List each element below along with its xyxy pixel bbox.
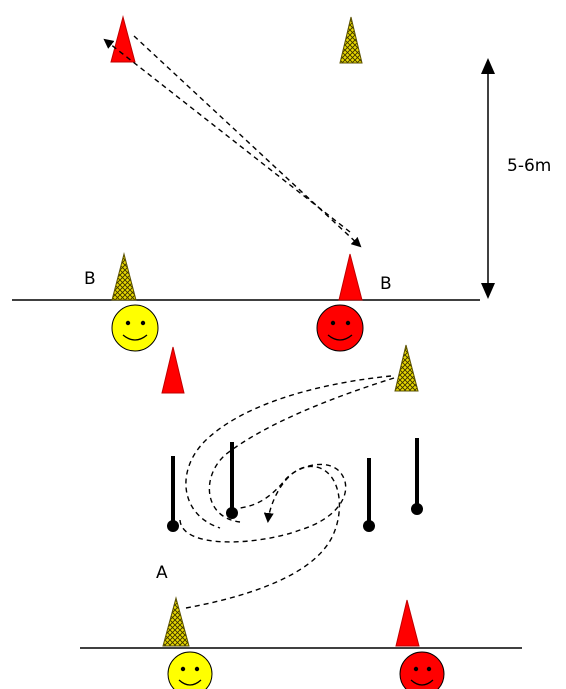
station-b-right-label: B [380,274,392,294]
red-player-smiley-a [399,651,445,689]
dribble-path-from-a [185,465,341,609]
red-cone-top-left [110,15,136,63]
distance-label: 5-6m [507,156,551,176]
yellow-player-smiley-b [111,304,159,352]
diagonal-run-path-out [103,38,351,233]
dribble-path-lower [179,463,347,543]
red-player-smiley-b [316,304,364,352]
yellow-cone-top-right [339,16,363,64]
dribble-path-outer [185,375,392,529]
diagonal-run-path-back [133,35,362,248]
station-b-left-label: B [84,269,96,289]
station-a-label: A [156,563,168,583]
red-cone-middle [161,346,185,394]
yellow-cone-station-b [111,252,137,301]
red-cone-station-a [395,599,420,647]
dribble-path-inner [208,377,395,523]
yellow-cone-station-a [162,596,190,647]
slalom-pole-4 [411,438,423,515]
slalom-pole-2 [226,442,238,519]
slalom-pole-3 [363,458,375,532]
yellow-player-smiley-a [167,651,213,689]
distance-arrow-bottom-head [481,283,495,299]
yellow-cone-middle [394,344,419,392]
slalom-pole-1 [167,456,179,532]
red-cone-station-b [338,253,363,301]
distance-arrow-top-head [481,58,495,74]
